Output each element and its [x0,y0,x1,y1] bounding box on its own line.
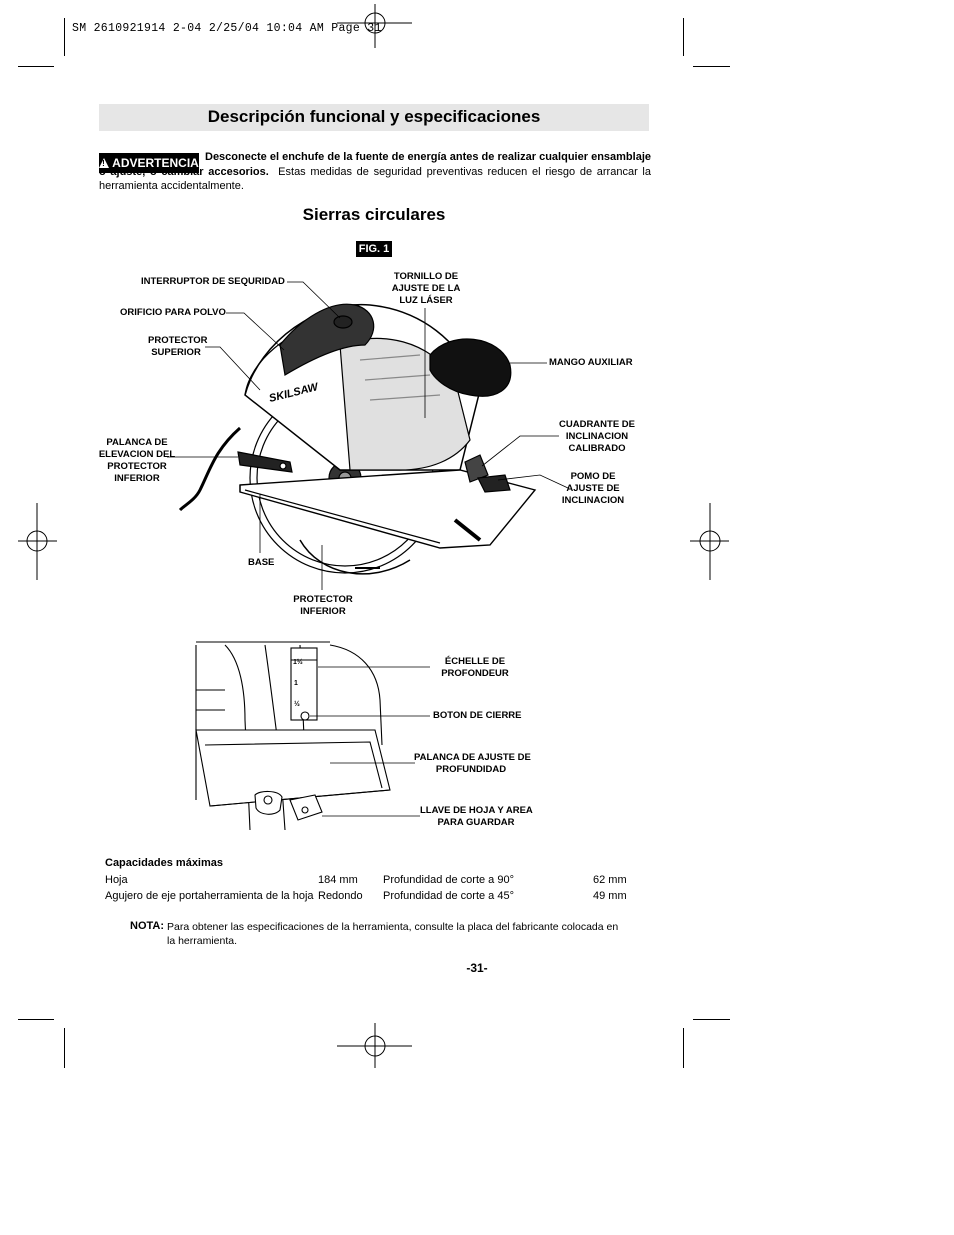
callout-safety-switch: INTERRUPTOR DE SEQURIDAD [141,276,285,287]
page-number: -31- [466,961,488,975]
callout-aux-handle: MANGO AUXILIAR [549,357,633,368]
print-slug: SM 2610921914 2-04 2/25/04 10:04 AM Page… [72,22,382,35]
warning-bold-text: Desconecte el enchufe de la fuente de en… [99,151,651,178]
scale-mark-1-5: 1½ [293,658,303,666]
note-label: NOTA: [130,920,165,932]
specs-table: Hoja 184 mm Profundidad de corte a 90° 6… [105,872,635,904]
spec-value: 62 mm [593,874,627,886]
warning-badge-label: ADVERTENCIA [112,156,199,170]
spec-value: 49 mm [593,890,627,902]
spec-label: Agujero de eje portaherramienta de la ho… [105,890,314,902]
spec-label: Profundidad de corte a 90° [383,874,514,886]
callout-dust-port: ORIFICIO PARA POLVO [120,307,226,318]
title-bar: Descripción funcional y especificaciones [99,104,649,131]
note-text: Para obtener las especificaciones de la … [167,921,619,947]
table-row: Hoja 184 mm Profundidad de corte a 90° 6… [105,872,635,888]
page-title: Descripción funcional y especificaciones [207,107,541,126]
scale-mark-0-5: ½ [294,700,300,708]
warning-text: Desconecte el enchufe de la fuente de en… [99,150,651,194]
specs-heading: Capacidades máximas [105,857,224,869]
spec-value: 184 mm [318,874,358,886]
scale-mark-1: 1 [294,680,298,687]
figure-label: FIG. 1 [356,241,392,257]
callout-base: BASE [248,557,275,568]
callout-lock-button: BOTON DE CIERRE [433,710,522,721]
warning-normal-text: Estas medidas de seguridad preventivas r… [99,165,651,193]
warning-badge: ADVERTENCIA [99,153,199,173]
spec-label: Profundidad de corte a 45° [383,890,514,902]
spec-value: Redondo [318,890,363,902]
section-title: Sierras circulares [302,205,446,224]
table-row: Agujero de eje portaherramienta de la ho… [105,888,635,904]
spec-label: Hoja [105,874,128,886]
warning-triangle-icon [99,158,110,168]
